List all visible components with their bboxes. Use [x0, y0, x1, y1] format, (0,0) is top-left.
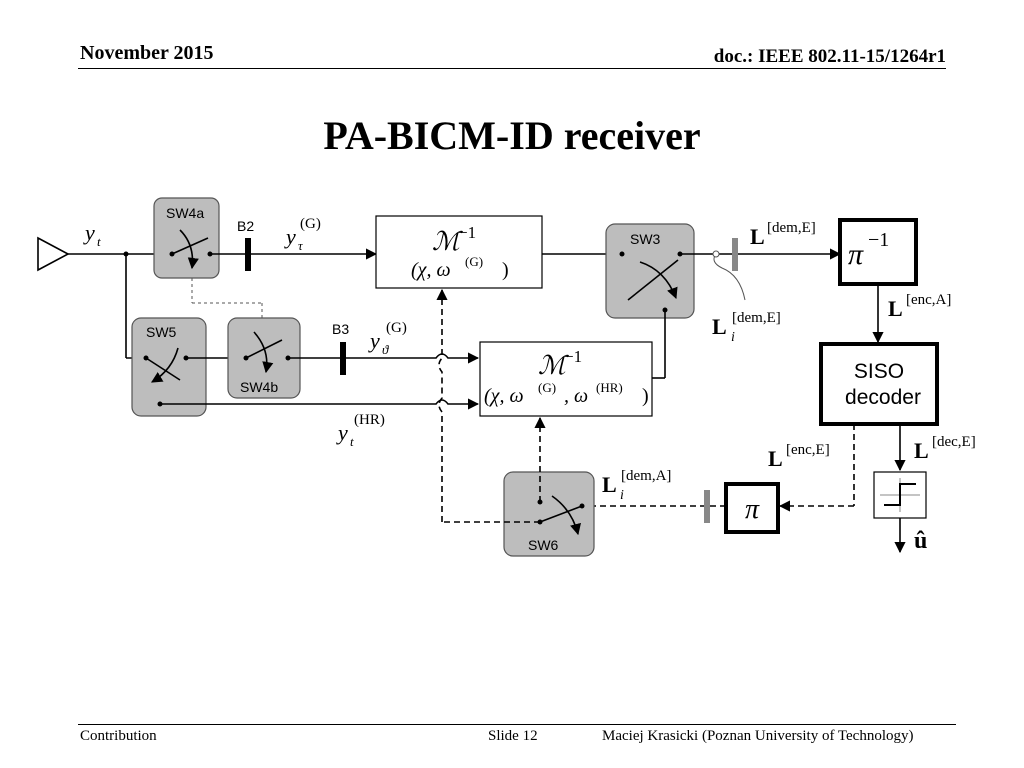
svg-text:SW5: SW5: [146, 324, 177, 340]
svg-text:π: π: [745, 494, 760, 525]
svg-text:ϑ: ϑ: [382, 342, 389, 357]
header-divider: [78, 68, 946, 69]
tap-point: [712, 250, 720, 258]
svg-text:[dem,E]: [dem,E]: [732, 310, 781, 326]
leader-li-dem-e: [713, 253, 746, 301]
svg-text:L: L: [602, 472, 617, 497]
footer-contribution: Contribution: [80, 728, 157, 744]
svg-text:[dec,E]: [dec,E]: [932, 434, 976, 450]
svg-text:(HR): (HR): [596, 380, 623, 395]
switch-sw4b: SW4b: [227, 317, 301, 399]
wire-sw4b-out: [288, 352, 480, 364]
deinterleaver-block: π −1: [838, 218, 918, 286]
wire-sw6-to-dem1: [436, 288, 448, 522]
buffer-b2-label: B2: [237, 218, 254, 234]
svg-text:t: t: [97, 234, 101, 249]
hard-decision-block: [873, 471, 927, 519]
switch-sw5: SW5: [131, 317, 207, 417]
demapper-2: ℳ −1 (χ, ω (G) , ω (HR) ): [479, 341, 653, 417]
signal-l-enc-a: L [enc,A]: [888, 292, 951, 321]
footer-divider: [78, 724, 956, 725]
svg-text:−1: −1: [564, 347, 582, 366]
svg-text:i: i: [620, 488, 624, 503]
svg-text:(G): (G): [465, 254, 483, 269]
svg-text:−1: −1: [458, 223, 476, 242]
signal-u-hat: û: [914, 528, 927, 554]
buffer-b3: [340, 342, 346, 375]
svg-text:(χ, ω: (χ, ω: [484, 385, 524, 407]
svg-text:y: y: [284, 224, 296, 249]
signal-y-t: y t: [83, 220, 101, 249]
signal-li-dem-e: L i [dem,E]: [712, 310, 781, 345]
svg-text:t: t: [350, 434, 354, 449]
header-doc-id: doc.: IEEE 802.11-15/1264r1: [713, 46, 946, 67]
signal-li-dem-a: L i [dem,A]: [602, 468, 671, 503]
svg-text:): ): [642, 385, 649, 407]
signal-l-dec-e: L [dec,E]: [914, 434, 976, 463]
svg-text:SW3: SW3: [630, 231, 661, 247]
signal-y-tau-g: y τ (G): [284, 216, 321, 253]
switch-sw6: SW6: [503, 471, 595, 557]
svg-text:(HR): (HR): [354, 412, 385, 428]
svg-text:i: i: [731, 330, 735, 345]
buffer-interleaver-out: [704, 490, 710, 523]
svg-text:SW6: SW6: [528, 537, 559, 553]
footer-author: Maciej Krasicki (Poznan University of Te…: [602, 728, 914, 744]
svg-text:τ: τ: [298, 238, 304, 253]
svg-text:decoder: decoder: [845, 386, 921, 409]
svg-text:ℳ: ℳ: [538, 351, 569, 380]
interleaver-block: π: [724, 482, 780, 534]
slide-title: PA-BICM-ID receiver: [323, 113, 701, 158]
svg-text:): ): [502, 259, 509, 281]
antenna-icon: [37, 236, 70, 272]
footer-slide-number: Slide 12: [488, 728, 538, 744]
switch-sw4a: SW4a: [153, 197, 220, 279]
signal-y-theta-g: y ϑ (G): [368, 320, 407, 357]
svg-text:[dem,A]: [dem,A]: [621, 468, 671, 484]
svg-text:y: y: [336, 420, 348, 445]
svg-text:ℳ: ℳ: [432, 227, 463, 256]
svg-text:(G): (G): [538, 380, 556, 395]
svg-text:SISO: SISO: [854, 360, 904, 383]
siso-decoder-block: SISO decoder: [819, 342, 939, 426]
svg-text:L: L: [750, 224, 765, 249]
signal-l-dem-e: L [dem,E]: [750, 220, 816, 249]
svg-text:−1: −1: [868, 229, 889, 251]
switch-sw3: SW3: [605, 223, 695, 319]
svg-text:[enc,A]: [enc,A]: [906, 292, 951, 308]
svg-text:(G): (G): [300, 216, 321, 232]
wire-sw5-lower-out: [160, 398, 480, 410]
signal-l-enc-e: L [enc,E]: [768, 442, 830, 471]
switch-sw4a-label: SW4a: [166, 205, 204, 221]
svg-text:SW4b: SW4b: [240, 379, 278, 395]
svg-text:L: L: [768, 446, 783, 471]
svg-text:y: y: [83, 220, 95, 245]
svg-text:L: L: [712, 314, 727, 339]
header-date: November 2015: [80, 42, 214, 64]
buffer-b3-label: B3: [332, 321, 349, 337]
buffer-b2: [245, 238, 251, 271]
svg-text:(χ, ω: (χ, ω: [411, 259, 451, 281]
svg-text:[dem,E]: [dem,E]: [767, 220, 816, 236]
buffer-sw3-out: [732, 238, 738, 271]
svg-text:[enc,E]: [enc,E]: [786, 442, 830, 458]
svg-text:(G): (G): [386, 320, 407, 336]
demapper-1: ℳ −1 (χ, ω (G) ): [375, 215, 543, 289]
svg-text:L: L: [888, 296, 903, 321]
svg-text:y: y: [368, 328, 380, 353]
svg-text:π: π: [848, 238, 864, 271]
svg-text:L: L: [914, 438, 929, 463]
signal-y-t-hr: y t (HR): [336, 412, 385, 449]
svg-text:, ω: , ω: [564, 385, 588, 407]
